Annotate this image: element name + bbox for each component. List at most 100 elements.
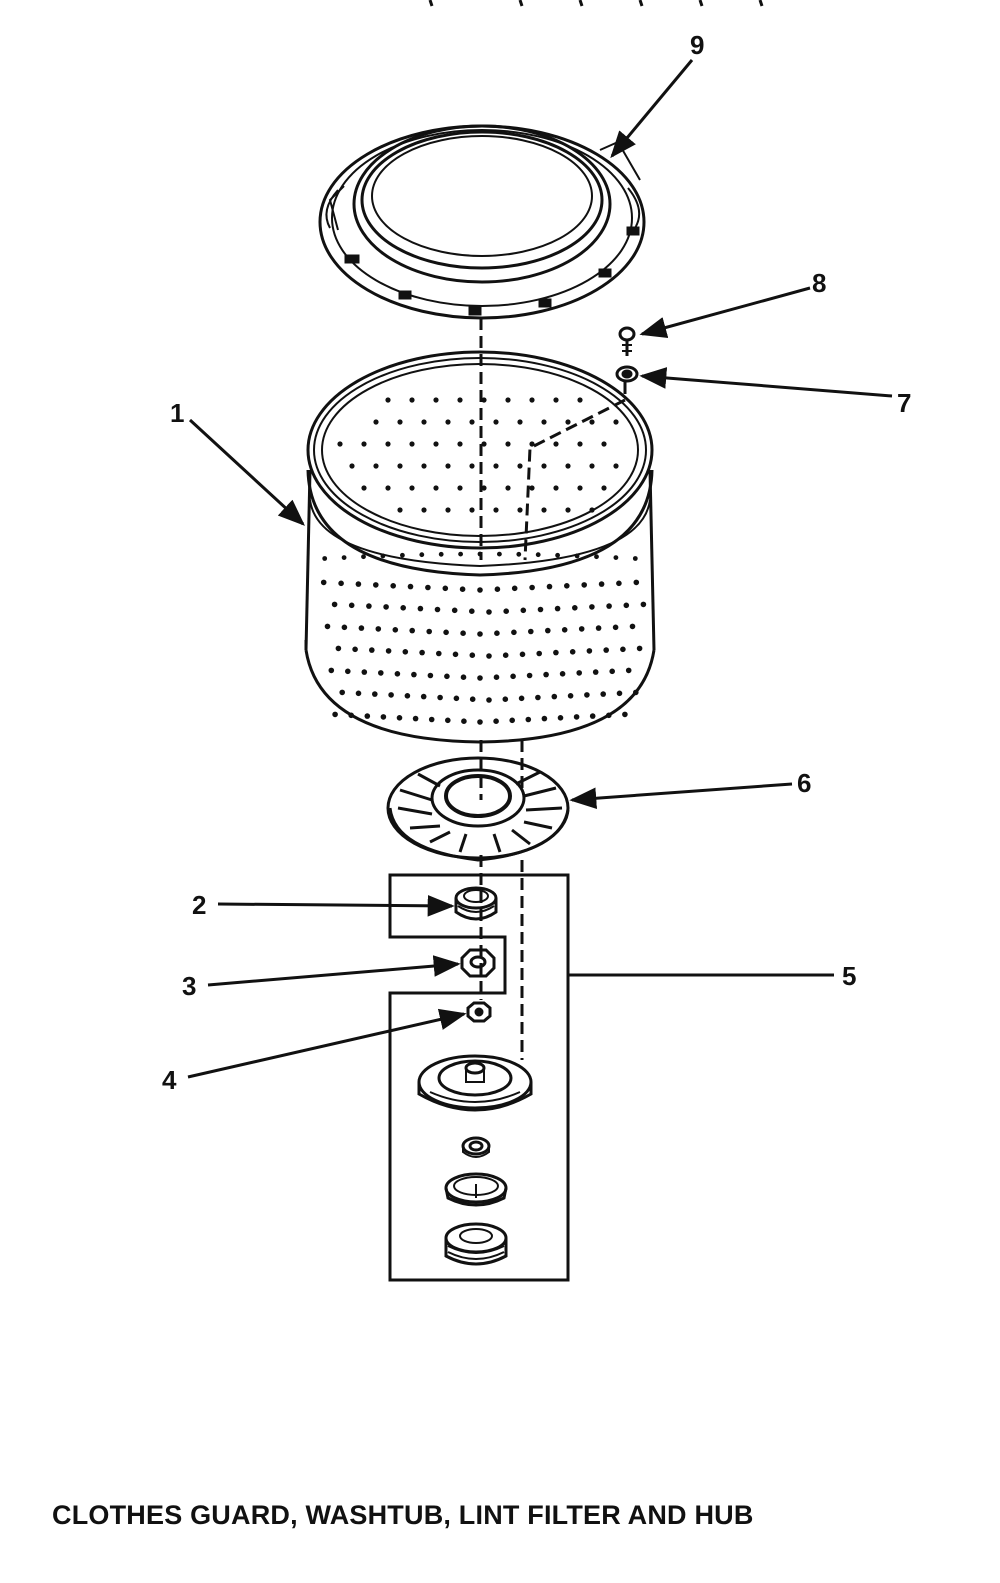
perforation-hole (553, 649, 559, 656)
perforation-hole (565, 463, 571, 469)
perforation-hole (529, 485, 535, 491)
perforation-hole (361, 669, 368, 675)
lower-seal-part (444, 1222, 508, 1266)
perforation-hole (337, 441, 343, 447)
perforation-hole (555, 552, 560, 558)
perforation-hole (561, 627, 568, 633)
perforation-hole (457, 441, 463, 447)
callout-2: 2 (192, 890, 206, 920)
assembly-lines (479, 318, 627, 1060)
perforation-hole (427, 672, 434, 679)
perforation-hole (481, 485, 487, 491)
perforation-hole (477, 631, 483, 637)
perforation-hole (445, 507, 451, 513)
perforation-hole (581, 582, 587, 588)
callout-4: 4 (162, 1065, 177, 1095)
perforation-hole (625, 667, 632, 674)
perforation-hole (629, 623, 636, 630)
perforation-hole (518, 695, 525, 702)
leader-6 (569, 782, 793, 810)
perforation-hole (366, 603, 372, 609)
perforation-hole (469, 507, 475, 513)
perforation-hole (578, 626, 585, 632)
perforation-hole (341, 624, 348, 631)
perforation-hole (375, 626, 382, 632)
perforation-hole (469, 608, 475, 614)
perforation-hole (338, 580, 344, 587)
perforation-hole (616, 690, 623, 697)
perforation-hole (493, 674, 500, 680)
perforation-hole (335, 645, 342, 652)
perforation-hole (378, 670, 384, 676)
perforation-hole (589, 419, 595, 425)
perforation-hole (345, 668, 351, 675)
perforation-hole (503, 608, 510, 614)
hub-kit-bracket (388, 873, 570, 1282)
perforation-hole (589, 604, 595, 610)
perforation-hole (444, 673, 450, 680)
perforation-hole (565, 419, 571, 425)
perforation-hole (328, 667, 335, 674)
bearing-ring-part (461, 1136, 491, 1158)
perforation-hole (426, 628, 433, 635)
hub-part (417, 1054, 533, 1112)
perforation-hole (364, 713, 371, 719)
perforation-hole (437, 694, 443, 701)
perforation-hole (372, 691, 378, 697)
perforation-hole (322, 556, 328, 561)
perforation-hole (520, 607, 527, 614)
perforation-hole (612, 624, 619, 631)
perforation-hole (559, 671, 566, 677)
perforation-hole (613, 555, 619, 560)
perforation-hole (373, 419, 379, 425)
perforation-hole (577, 397, 583, 403)
perforation-hole (469, 652, 476, 658)
perforation-hole (348, 712, 355, 719)
perforation-hole (529, 397, 535, 403)
perforation-hole (339, 689, 346, 696)
perforation-hole (380, 714, 387, 720)
perforation-hole (577, 441, 583, 447)
washtub-basket (304, 350, 656, 744)
perforation-hole (400, 552, 405, 558)
perforation-hole (421, 419, 427, 425)
perforation-hole (400, 605, 407, 611)
perforation-hole (537, 606, 544, 613)
perforation-hole (573, 714, 580, 720)
perforation-hole (420, 693, 427, 700)
perforation-hole (409, 485, 415, 491)
perforation-hole (525, 716, 532, 723)
perforation-hole (541, 463, 547, 469)
perforation-hole (546, 583, 553, 590)
perforation-hole (425, 584, 431, 591)
perforation-hole (613, 419, 619, 425)
perforation-hole (438, 551, 444, 557)
perforation-hole (412, 715, 419, 722)
perforation-hole (493, 419, 499, 425)
perforation-hole (452, 651, 459, 658)
perforation-hole (536, 650, 542, 657)
perforation-hole (633, 689, 639, 696)
perforation-hole (584, 692, 590, 698)
perforation-hole (458, 551, 463, 557)
perforation-hole (373, 463, 379, 469)
perforation-hole (397, 419, 403, 425)
perforation-hole (388, 692, 394, 698)
perforation-hole (517, 507, 523, 513)
washtub-perforations (320, 397, 647, 725)
perforation-hole (409, 441, 415, 447)
perforation-hole (541, 715, 548, 722)
perforation-hole (592, 669, 599, 675)
perforation-hole (633, 579, 640, 586)
perforation-hole (451, 607, 458, 614)
perforation-hole (392, 627, 399, 633)
perforation-hole (477, 587, 483, 593)
perforation-hole (511, 629, 517, 636)
perforation-hole (589, 463, 595, 469)
perforation-hole (636, 645, 643, 652)
perforation-hole (609, 668, 615, 675)
perforation-hole (541, 419, 547, 425)
leader-4 (187, 1008, 467, 1079)
perforation-hole (486, 653, 492, 659)
perforation-hole (494, 586, 501, 592)
